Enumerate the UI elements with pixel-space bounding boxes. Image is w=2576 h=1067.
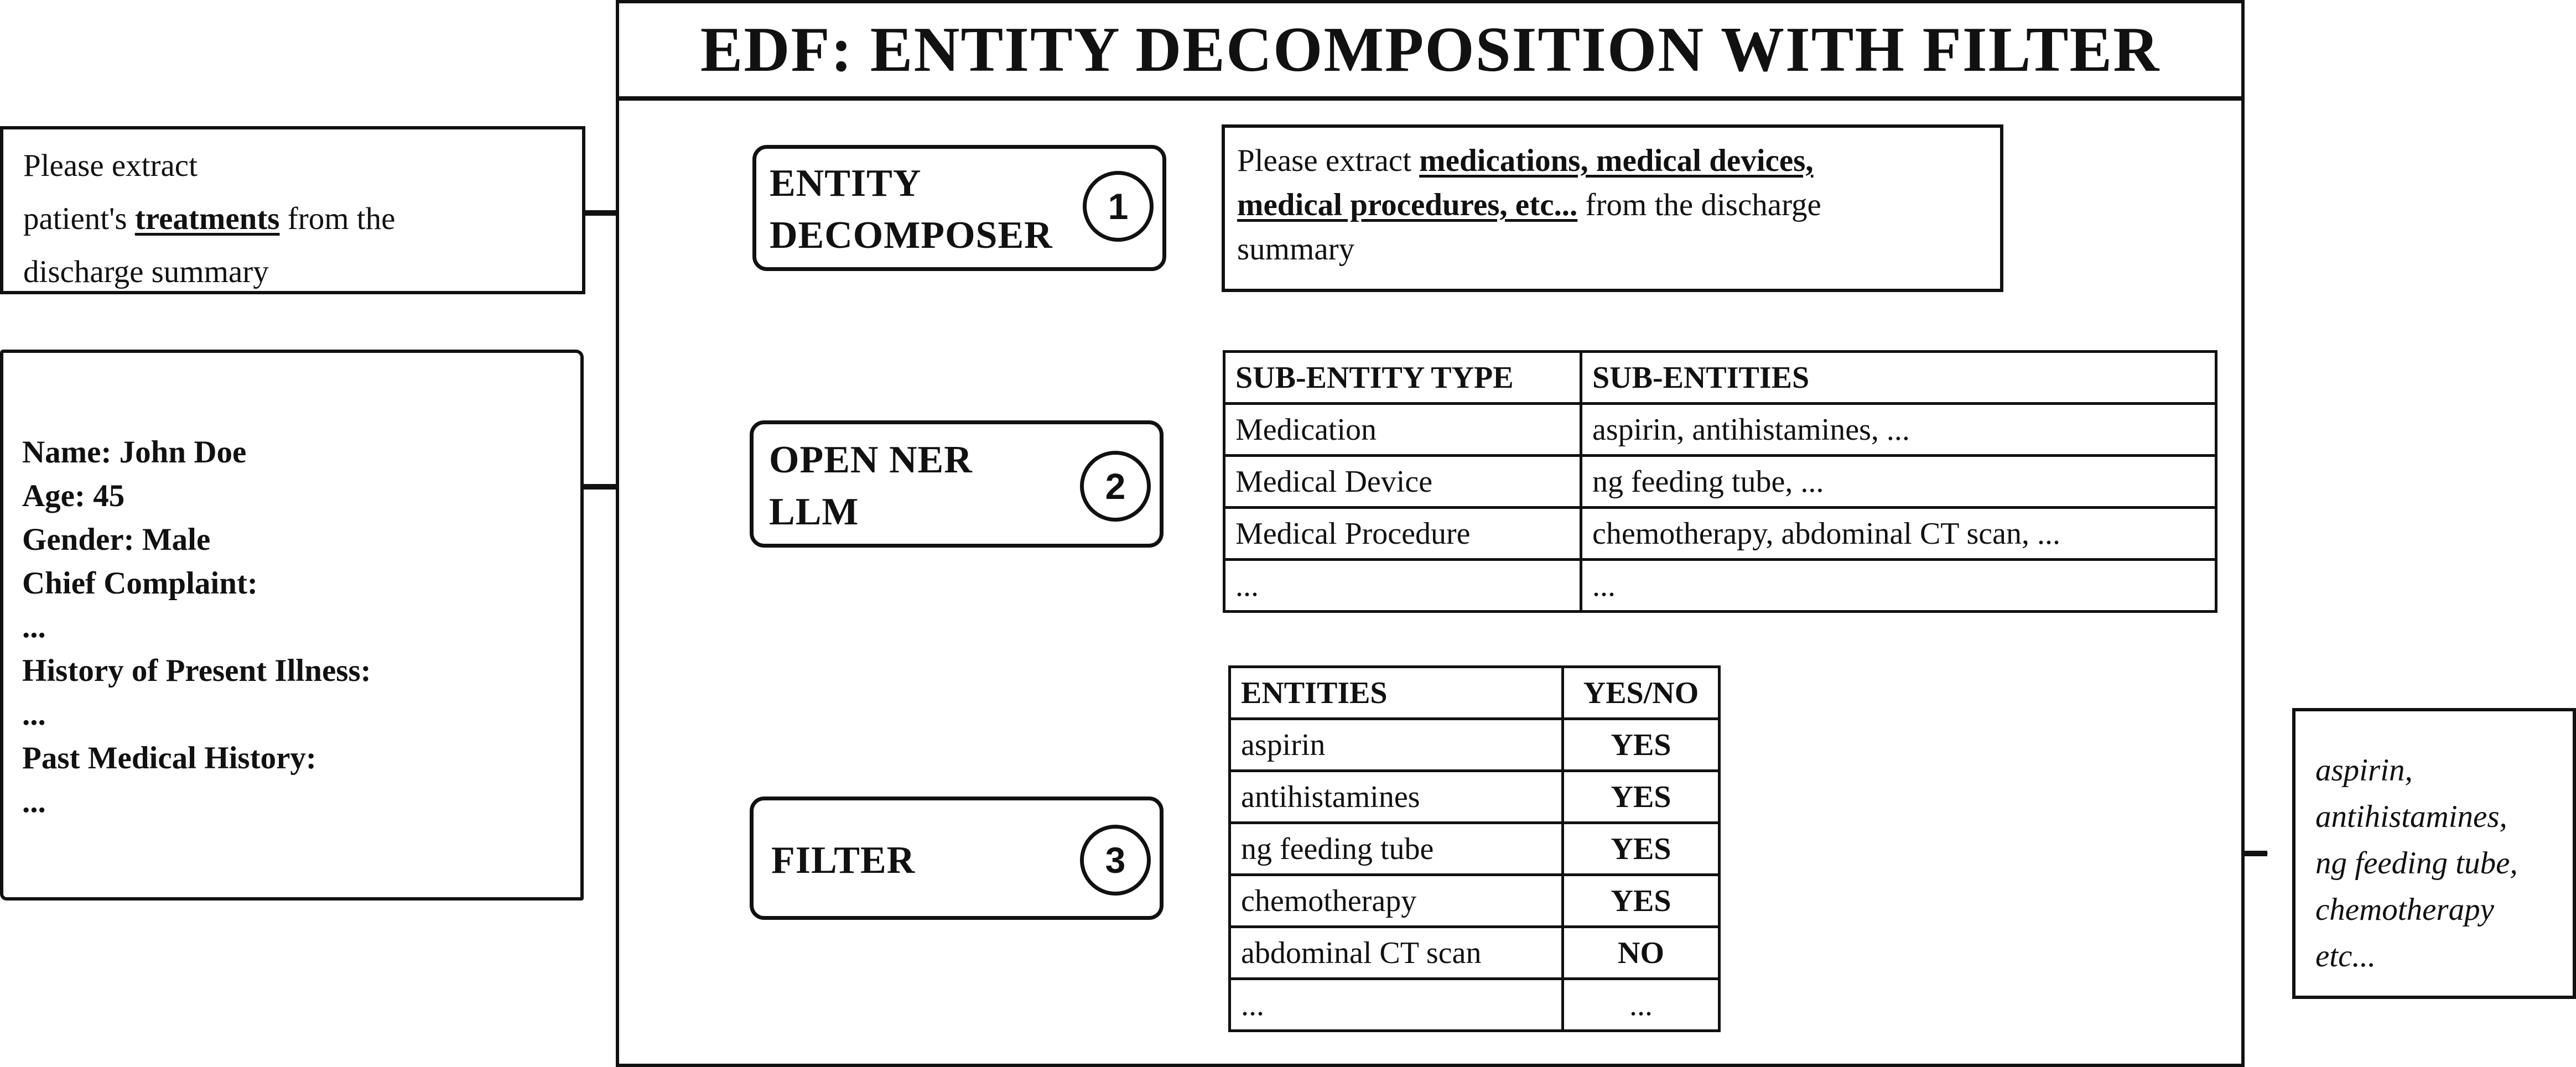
filter-decision-cell: NO xyxy=(1561,925,1721,980)
record-line: Age: 45 xyxy=(22,478,125,513)
output-lines: aspirin, antihistamines, ng feeding tube, c… xyxy=(2315,747,2573,980)
output-line: ng feeding tube, xyxy=(2315,846,2518,881)
filter-decision-cell: YES xyxy=(1561,717,1721,772)
filter-header-row: ENTITIES YES/NO xyxy=(1228,665,1721,720)
output-box: aspirin, antihistamines, ng feeding tube, c… xyxy=(2292,708,2576,999)
subentity-type-cell: Medication xyxy=(1223,402,1582,457)
title-underline xyxy=(616,96,2245,101)
filter-decision-cell: ... xyxy=(1561,977,1721,1032)
record-line: ... xyxy=(22,610,46,644)
open-ner-llm-block: OPEN NER LLM 2 xyxy=(750,420,1164,548)
query-pre: patient's xyxy=(23,201,135,236)
record-line: Gender: Male xyxy=(22,522,211,557)
filter-decision-cell: YES xyxy=(1561,769,1721,824)
prompt-keyword-2: medical procedures, etc... xyxy=(1237,188,1578,222)
query-box: Please extract patient's treatments from… xyxy=(0,126,585,294)
prompt-keyword-1: medications, medical devices, xyxy=(1419,143,1814,178)
filter-block: FILTER 3 xyxy=(750,797,1164,920)
ner-label-line-2: LLM xyxy=(769,491,859,533)
prompt-post: from the discharge xyxy=(1577,188,1821,222)
subentity-values-cell: aspirin, antihistamines, ... xyxy=(1580,402,2217,457)
filter-entity-cell: ng feeding tube xyxy=(1228,821,1564,876)
record-line: Name: John Doe xyxy=(22,435,247,470)
subentity-row: ...... xyxy=(1223,558,2217,613)
subentity-type-cell: Medical Procedure xyxy=(1223,506,1582,561)
subentity-type-cell: ... xyxy=(1223,558,1582,613)
filter-decision-cell: YES xyxy=(1561,873,1721,928)
decomposer-label: ENTITY DECOMPOSER xyxy=(770,158,1053,262)
prompt-line-3: summary xyxy=(1237,232,1355,267)
subentity-header-row: SUB-ENTITY TYPE SUB-ENTITIES xyxy=(1223,350,2217,405)
output-line: antihistamines, xyxy=(2315,799,2507,834)
step-3-badge: 3 xyxy=(1080,825,1151,896)
step-2-badge: 2 xyxy=(1080,451,1151,522)
record-line: History of Present Illness: xyxy=(22,653,371,688)
filter-entity-cell: ... xyxy=(1228,977,1564,1032)
record-line: Chief Complaint: xyxy=(22,566,258,601)
subentity-header-type: SUB-ENTITY TYPE xyxy=(1223,350,1582,405)
subentity-header-entities: SUB-ENTITIES xyxy=(1580,350,2217,405)
subentity-values-cell: chemotherapy, abdominal CT scan, ... xyxy=(1580,506,2217,561)
filter-row: ...... xyxy=(1228,977,1721,1032)
filter-entity-cell: abdominal CT scan xyxy=(1228,925,1564,980)
prompt-line-2: medical procedures, etc... from the disc… xyxy=(1237,183,2000,227)
record-line: ... xyxy=(22,784,46,819)
decomposed-prompt-box: Please extract medications, medical devi… xyxy=(1222,124,2003,292)
query-line-1: Please extract xyxy=(23,148,198,183)
record-line: ... xyxy=(22,697,46,732)
subentity-type-cell: Medical Device xyxy=(1223,454,1582,509)
filter-entity-cell: chemotherapy xyxy=(1228,873,1564,928)
ner-label-line-1: OPEN NER xyxy=(769,439,973,481)
subentity-values-cell: ... xyxy=(1580,558,2217,613)
output-line: chemotherapy xyxy=(2315,892,2494,927)
filter-header-decision: YES/NO xyxy=(1561,665,1721,720)
prompt-line-1: Please extract medications, medical devi… xyxy=(1237,139,2000,183)
filter-entity-cell: aspirin xyxy=(1228,717,1564,772)
query-line-3: discharge summary xyxy=(23,254,269,289)
record-line: Past Medical History: xyxy=(22,741,316,775)
prompt-pre: Please extract xyxy=(1237,143,1420,178)
subentity-values-cell: ng feeding tube, ... xyxy=(1580,454,2217,509)
decomposer-label-line-1: ENTITY xyxy=(770,162,922,205)
query-post: from the xyxy=(279,201,396,236)
entity-decomposer-block: ENTITY DECOMPOSER 1 xyxy=(752,145,1166,271)
filter-entity-cell: antihistamines xyxy=(1228,769,1564,824)
step-1-badge: 1 xyxy=(1083,171,1154,242)
query-keyword: treatments xyxy=(134,201,280,236)
output-line: etc... xyxy=(2315,939,2376,974)
decomposer-label-line-2: DECOMPOSER xyxy=(770,214,1053,257)
ner-label: OPEN NER LLM xyxy=(769,434,973,538)
filter-header-entities: ENTITIES xyxy=(1228,665,1564,720)
filter-decision-cell: YES xyxy=(1561,821,1721,876)
output-line: aspirin, xyxy=(2315,753,2413,788)
filter-label: FILTER xyxy=(771,839,916,882)
diagram-title: EDF: ENTITY DECOMPOSITION WITH FILTER xyxy=(700,14,2160,85)
query-line-2: patient's treatments from the xyxy=(23,192,582,246)
